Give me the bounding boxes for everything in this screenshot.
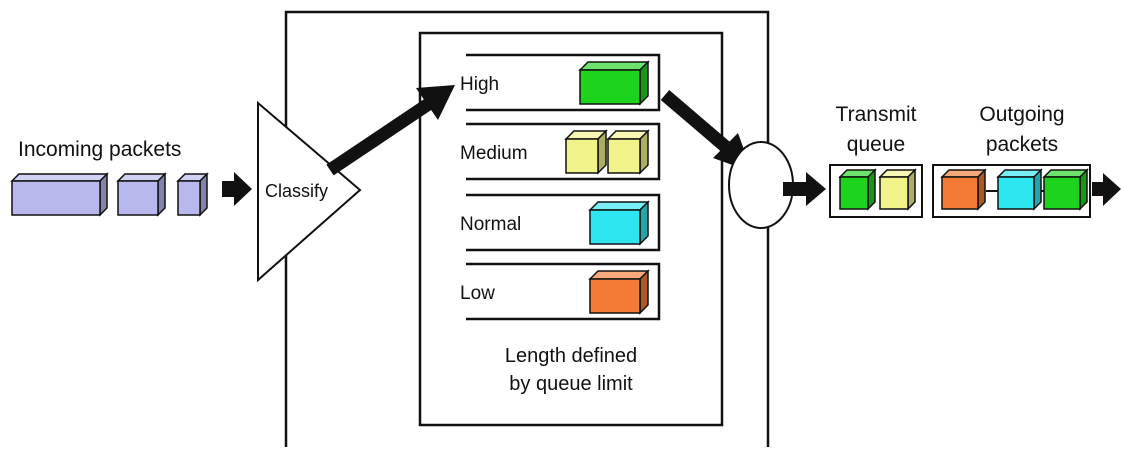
outgoing-packet [940,168,987,211]
outgoing-packet [1042,168,1089,211]
transmit-packets [838,168,917,211]
incoming-packet [10,172,109,217]
incoming-packet [176,172,209,217]
queue-high: High [460,53,661,112]
queue-packet [588,200,650,246]
queue-label: Medium [460,143,528,164]
queue-packet [564,129,608,175]
transmit-packet [838,168,877,211]
outgoing-arrow [1092,173,1121,206]
outgoing-packet [996,168,1043,211]
queue-normal: Normal [460,193,661,252]
incoming-arrow [222,172,252,206]
transmit-queue-label-line2: queue [847,133,905,156]
scheduler-arrow [783,172,826,206]
outgoing-packets-label-line1: Outgoing [979,103,1064,126]
incoming-packets [10,172,209,217]
outgoing-packets-label-line2: packets [986,133,1058,156]
incoming-packet [116,172,167,217]
queue-limit-note-line1: Length defined [505,345,637,367]
queue-label: High [460,74,499,95]
classify-to-queue-arrow [326,85,455,176]
classify-label: Classify [265,181,328,201]
transmit-queue-label-line1: Transmit [836,103,917,126]
queue-packet [578,60,650,106]
queue-label: Normal [460,214,521,235]
queue-packet [588,269,650,315]
classifier-triangle [257,100,362,283]
transmit-packet [878,168,917,211]
queue-low: Low [460,262,661,321]
queue-medium: Medium [460,122,661,181]
queue-limit-note-line2: by queue limit [509,373,633,395]
queue-label: Low [460,283,495,304]
queue-packet [606,129,650,175]
incoming-packets-label: Incoming packets [18,138,181,161]
outgoing-packets [940,168,1089,211]
